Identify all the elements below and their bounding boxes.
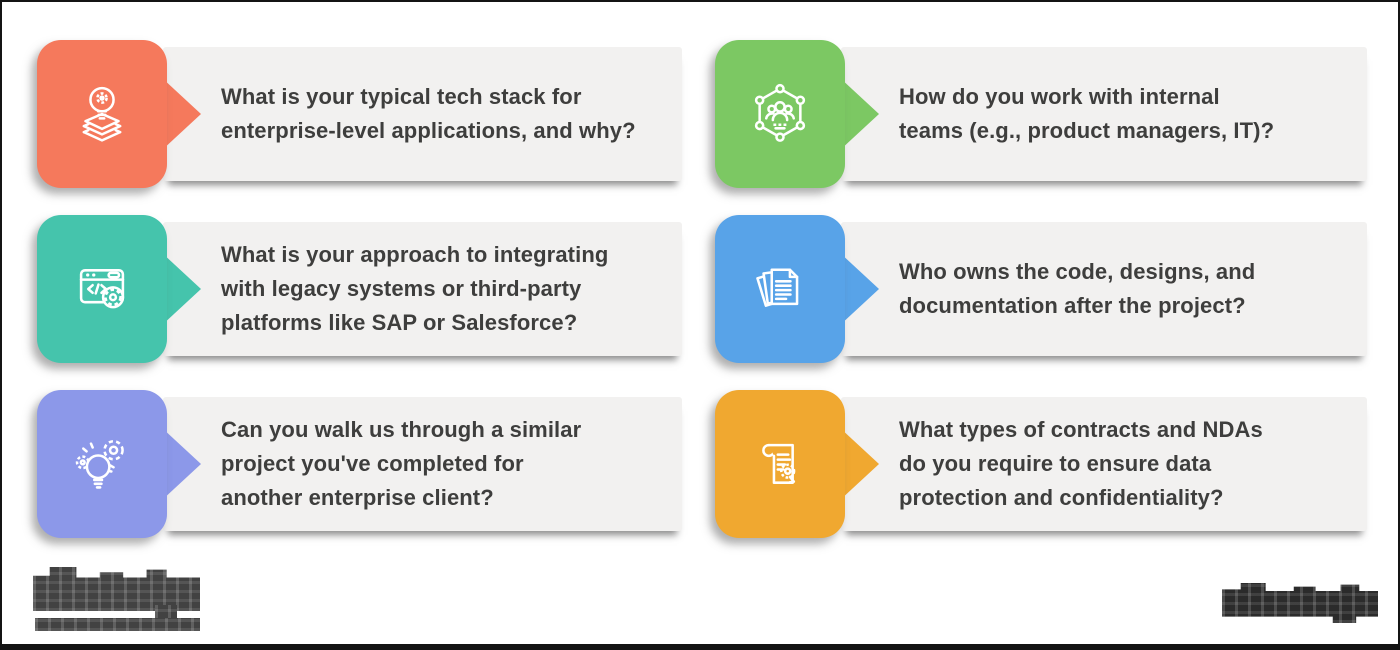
question-text: Can you walk us through a similar projec… <box>221 417 582 510</box>
question-panel: What types of contracts and NDAs do you … <box>841 397 1367 531</box>
blurred-logo-left-descender <box>155 605 177 621</box>
blurred-logo-right <box>1222 583 1378 623</box>
innovation-gears-icon <box>75 439 124 489</box>
icon-box <box>37 390 167 538</box>
pointer-arrow <box>161 427 201 501</box>
documents-stack-icon <box>756 268 799 307</box>
team-network-icon <box>754 83 806 142</box>
question-panel: What is your typical tech stack for ente… <box>163 47 682 181</box>
icon-box <box>715 390 845 538</box>
question-card-tech-stack: What is your typical tech stack for ente… <box>37 40 682 188</box>
pointer-arrow <box>839 427 879 501</box>
code-integration-icon <box>79 269 125 309</box>
question-text: What types of contracts and NDAs do you … <box>899 417 1263 510</box>
question-card-code-ownership: Who owns the code, designs, and document… <box>715 215 1367 363</box>
question-card-contracts-ndas: What types of contracts and NDAs do you … <box>715 390 1367 538</box>
idea-stack-icon <box>82 86 122 142</box>
question-text: How do you work with internal teams (e.g… <box>899 84 1275 143</box>
contract-seal-icon <box>762 443 796 484</box>
icon-box <box>37 215 167 363</box>
question-panel: Can you walk us through a similar projec… <box>163 397 682 531</box>
pointer-arrow <box>839 77 879 151</box>
pointer-arrow <box>161 252 201 326</box>
question-text: Who owns the code, designs, and document… <box>899 259 1256 318</box>
question-text: What is your typical tech stack for ente… <box>221 84 636 143</box>
question-text: What is your approach to integrating wit… <box>221 242 609 335</box>
question-panel: How do you work with internal teams (e.g… <box>841 47 1367 181</box>
question-card-legacy-integration: What is your approach to integrating wit… <box>37 215 682 363</box>
question-card-similar-project: Can you walk us through a similar projec… <box>37 390 682 538</box>
question-panel: What is your approach to integrating wit… <box>163 222 682 356</box>
icon-box <box>37 40 167 188</box>
question-card-internal-teams: How do you work with internal teams (e.g… <box>715 40 1367 188</box>
pointer-arrow <box>839 252 879 326</box>
question-panel: Who owns the code, designs, and document… <box>841 222 1367 356</box>
icon-box <box>715 40 845 188</box>
blurred-logo-left-underline <box>35 618 200 631</box>
pointer-arrow <box>161 77 201 151</box>
icon-box <box>715 215 845 363</box>
